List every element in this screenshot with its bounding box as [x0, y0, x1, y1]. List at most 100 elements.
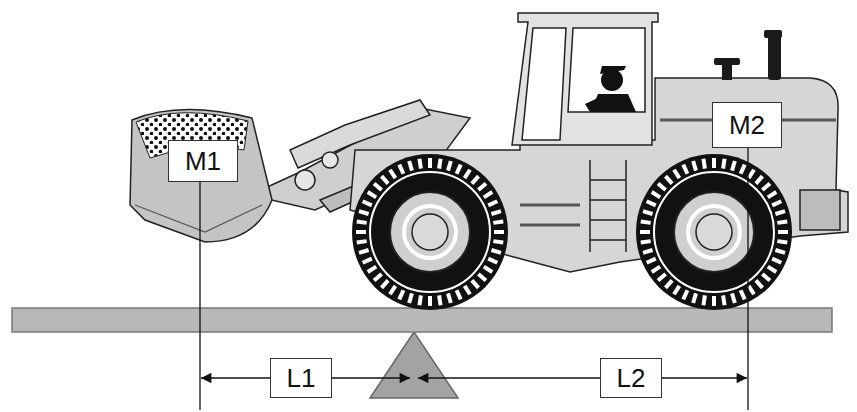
tire-tread: [640, 239, 650, 244]
tire-tread: [358, 248, 369, 255]
tire-tread: [646, 257, 657, 265]
tire-tread: [367, 190, 378, 199]
tire-tread: [681, 164, 689, 175]
tire-tread: [493, 219, 503, 224]
tire-tread: [657, 182, 667, 192]
node-text: L2: [617, 365, 646, 391]
tire-tread: [407, 293, 414, 304]
tire-tread: [691, 293, 698, 304]
tire-tread: [437, 158, 442, 168]
tire-tread: [754, 279, 764, 289]
rim-ring: [688, 206, 740, 258]
tire-tread: [470, 279, 480, 289]
tire-tread: [477, 182, 487, 192]
tire-tread: [356, 230, 366, 234]
tire-tread: [455, 289, 463, 300]
tire-tread: [358, 209, 369, 216]
wheels: [352, 154, 792, 310]
tire-tread: [487, 257, 498, 265]
tire-tread: [761, 182, 771, 192]
tire-tread: [721, 295, 726, 305]
tire-tread: [483, 190, 494, 199]
tire-tread: [775, 248, 786, 255]
tire-tread: [463, 169, 472, 180]
tire-tread: [642, 248, 653, 255]
balance-beam: [12, 308, 832, 332]
dimension-lines: [200, 148, 748, 410]
operator-cab: [512, 13, 658, 145]
fulcrum: [370, 332, 458, 398]
tire-tread: [487, 199, 498, 207]
tire-tread: [483, 265, 494, 274]
tire-tread: [491, 248, 502, 255]
tire-tread: [356, 239, 366, 244]
tire-tread: [778, 230, 788, 234]
tire-tread: [388, 285, 397, 296]
tire: [352, 154, 508, 310]
tire-tread: [470, 175, 480, 185]
tire-tread: [356, 219, 366, 224]
tire-tread: [463, 285, 472, 296]
tire-wall: [654, 172, 774, 292]
tire-tread: [730, 293, 737, 304]
length-label: L2: [600, 358, 662, 398]
tire-tread: [672, 169, 681, 180]
rim: [390, 192, 470, 272]
node-text: L1: [287, 365, 316, 391]
tire-tread: [362, 199, 373, 207]
tire-tread: [712, 296, 716, 306]
tire-tread: [428, 296, 432, 306]
hub: [412, 214, 448, 250]
tire-tread: [417, 158, 422, 168]
tire-tread: [407, 160, 414, 171]
tire-tread: [362, 257, 373, 265]
tire: [636, 154, 792, 310]
tire-wall: [370, 172, 490, 292]
tire-tread: [771, 257, 782, 265]
operator: [585, 66, 636, 112]
tire-tread: [651, 265, 662, 274]
tire-tread: [446, 293, 453, 304]
tire-tread: [767, 265, 778, 274]
tire-tread: [397, 164, 405, 175]
mass-label: M2: [712, 102, 782, 148]
tire-tread: [672, 285, 681, 296]
rim-ring: [404, 206, 456, 258]
tire-tread: [691, 160, 698, 171]
tire-tread: [388, 169, 397, 180]
tire-tread: [417, 295, 422, 305]
tire-tread: [373, 272, 383, 282]
tire-tread: [437, 295, 442, 305]
tire-tread: [651, 190, 662, 199]
tire-tread: [775, 209, 786, 216]
mass-label: M1: [168, 140, 238, 182]
tire-tread: [367, 265, 378, 274]
node-text: M1: [185, 148, 221, 174]
tire-tread: [477, 272, 487, 282]
tire-tread: [397, 289, 405, 300]
tire-tread: [493, 239, 503, 244]
tire-tread: [712, 158, 716, 168]
tire-tread: [771, 199, 782, 207]
tire-tread: [428, 158, 432, 168]
tire-tread: [664, 279, 674, 289]
tire-tread: [373, 182, 383, 192]
tire-tread: [455, 164, 463, 175]
wheel: [352, 154, 508, 310]
tire-tread: [494, 230, 504, 234]
tire-tread: [754, 175, 764, 185]
exhaust-stack: [714, 30, 782, 80]
tire-tread: [739, 164, 747, 175]
length-label: L1: [270, 358, 332, 398]
tire-tread: [701, 295, 706, 305]
node-text: M2: [729, 112, 765, 138]
tire-tread: [380, 175, 390, 185]
tire-tread: [681, 289, 689, 300]
tire-tread: [761, 272, 771, 282]
tire-tread: [491, 209, 502, 216]
tire-tread: [767, 190, 778, 199]
tire-tread: [664, 175, 674, 185]
